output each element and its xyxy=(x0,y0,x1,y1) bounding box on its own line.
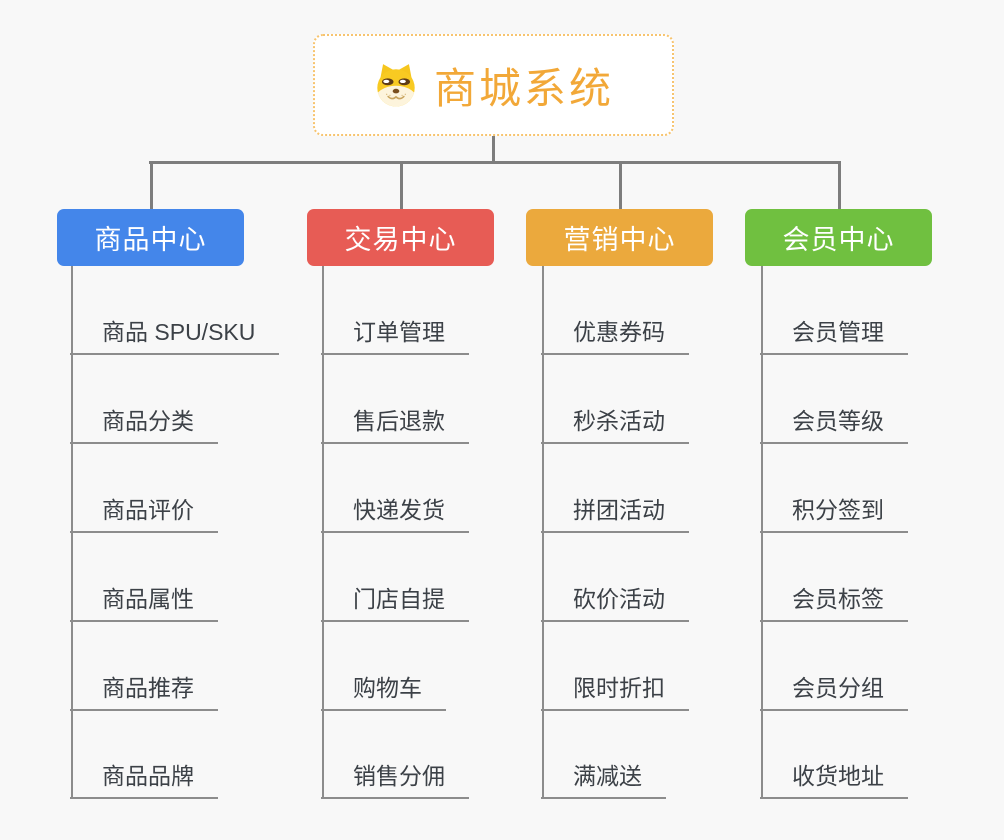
connector-root-stub xyxy=(492,136,495,161)
child-label: 砍价活动 xyxy=(573,586,665,612)
child-node[interactable]: 商品 SPU/SKU xyxy=(70,313,280,355)
connector-bus xyxy=(149,161,840,164)
child-label: 会员标签 xyxy=(792,586,884,612)
child-label: 商品推荐 xyxy=(102,675,194,701)
child-node[interactable]: 砍价活动 xyxy=(541,580,689,622)
child-label: 会员管理 xyxy=(792,319,884,345)
child-label: 拼团活动 xyxy=(573,497,665,523)
child-node[interactable]: 商品品牌 xyxy=(70,757,218,799)
child-node[interactable]: 拼团活动 xyxy=(541,491,689,533)
child-node[interactable]: 订单管理 xyxy=(321,313,469,355)
child-label: 商品属性 xyxy=(102,586,194,612)
child-node[interactable]: 优惠券码 xyxy=(541,313,689,355)
child-label: 会员分组 xyxy=(792,675,884,701)
child-label: 商品分类 xyxy=(102,408,194,434)
child-label: 商品品牌 xyxy=(102,763,194,789)
child-node[interactable]: 积分签到 xyxy=(760,491,908,533)
child-node[interactable]: 购物车 xyxy=(321,669,446,711)
child-label: 购物车 xyxy=(353,675,422,701)
branch-node-2[interactable]: 营销中心 xyxy=(526,209,713,266)
connector-drop xyxy=(400,161,403,209)
child-label: 秒杀活动 xyxy=(573,408,665,434)
branch-label: 营销中心 xyxy=(563,225,676,255)
child-label: 商品评价 xyxy=(102,497,194,523)
child-label: 订单管理 xyxy=(353,319,445,345)
child-node[interactable]: 商品属性 xyxy=(70,580,218,622)
branch-node-1[interactable]: 交易中心 xyxy=(307,209,494,266)
child-node[interactable]: 限时折扣 xyxy=(541,669,689,711)
child-node[interactable]: 售后退款 xyxy=(321,402,469,444)
branch-label: 商品中心 xyxy=(94,225,207,255)
child-node[interactable]: 商品评价 xyxy=(70,491,218,533)
branch-label: 交易中心 xyxy=(344,225,457,255)
child-label: 限时折扣 xyxy=(573,675,665,701)
child-node[interactable]: 销售分佣 xyxy=(321,757,469,799)
connector-drop xyxy=(838,161,841,209)
child-label: 商品 SPU/SKU xyxy=(102,319,256,345)
child-node[interactable]: 满减送 xyxy=(541,757,666,799)
child-node[interactable]: 秒杀活动 xyxy=(541,402,689,444)
root-node[interactable]: 商城系统 xyxy=(313,34,674,136)
child-node[interactable]: 会员管理 xyxy=(760,313,908,355)
child-label: 积分签到 xyxy=(792,497,884,523)
child-node[interactable]: 快递发货 xyxy=(321,491,469,533)
child-label: 销售分佣 xyxy=(353,763,445,789)
root-title: 商城系统 xyxy=(433,64,614,112)
dog-face-icon xyxy=(377,64,415,107)
branch-label: 会员中心 xyxy=(782,225,895,255)
child-label: 优惠券码 xyxy=(573,319,665,345)
child-node[interactable]: 会员标签 xyxy=(760,580,908,622)
connector-drop xyxy=(150,161,153,209)
child-node[interactable]: 会员分组 xyxy=(760,669,908,711)
connector-drop xyxy=(619,161,622,209)
child-label: 快递发货 xyxy=(353,497,445,523)
child-label: 售后退款 xyxy=(353,408,445,434)
child-label: 收货地址 xyxy=(792,763,884,789)
child-node[interactable]: 商品推荐 xyxy=(70,669,218,711)
child-label: 门店自提 xyxy=(353,586,445,612)
child-node[interactable]: 会员等级 xyxy=(760,402,908,444)
child-label: 会员等级 xyxy=(792,408,884,434)
branch-node-3[interactable]: 会员中心 xyxy=(745,209,932,266)
child-node[interactable]: 门店自提 xyxy=(321,580,469,622)
child-label: 满减送 xyxy=(573,763,642,789)
branch-node-0[interactable]: 商品中心 xyxy=(57,209,244,266)
child-node[interactable]: 商品分类 xyxy=(70,402,218,444)
child-node[interactable]: 收货地址 xyxy=(760,757,908,799)
